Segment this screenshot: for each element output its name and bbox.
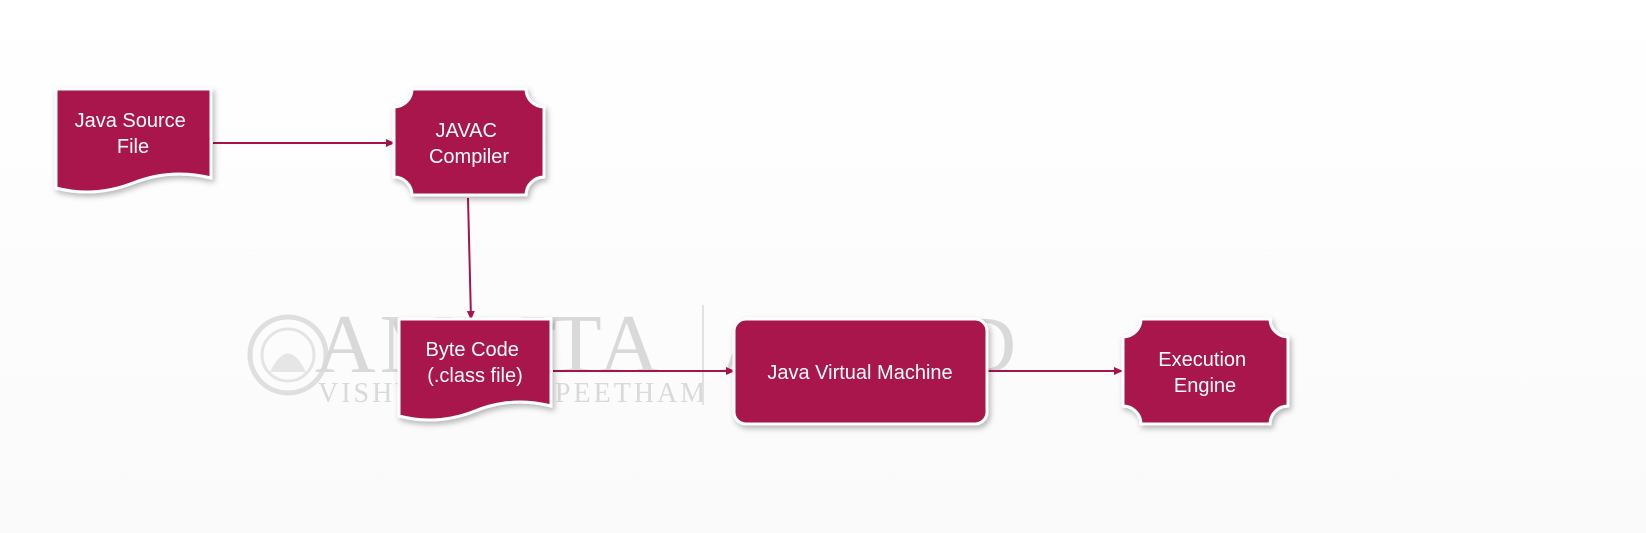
node-javac-compiler[interactable]: JAVAC Compiler	[392, 87, 546, 197]
node-java-source-file[interactable]: Java Source File	[54, 87, 213, 194]
node-label-line: Java Virtual Machine	[767, 362, 952, 384]
node-label-line: Java Source	[75, 110, 186, 132]
node-label-line: Engine	[1174, 375, 1236, 397]
node-label-line: (.class file)	[427, 365, 523, 387]
plaque-shape	[1121, 317, 1290, 426]
svg-text:Java Source File: Java Source File	[75, 110, 192, 158]
node-label-line: JAVAC	[435, 120, 497, 142]
node-execution-engine[interactable]: Execution Engine	[1121, 317, 1290, 426]
node-label-line: Byte Code	[426, 339, 519, 361]
svg-text:Byte Code (.class file: Byte Code (.class file)	[426, 339, 525, 387]
svg-text:Java Virtual Machine: Java Virtual Machine	[767, 362, 952, 384]
node-java-virtual-machine[interactable]: Java Virtual Machine	[732, 317, 989, 426]
document-shape	[397, 317, 553, 422]
node-label-line: File	[117, 136, 149, 158]
svg-text:JAVAC Compiler: JAVAC Compiler	[429, 120, 509, 168]
rounded-rectangle-shape	[732, 317, 989, 426]
node-label-line: Compiler	[429, 146, 509, 168]
emblem-icon	[247, 314, 329, 396]
document-shape	[54, 87, 213, 194]
connector-compiler-to-bytecode	[466, 197, 475, 320]
connectors	[213, 139, 1123, 375]
plaque-shape	[392, 87, 546, 197]
svg-text:Execution Engine: Execution Engine	[1158, 349, 1251, 397]
node-label-line: Execution	[1158, 349, 1246, 371]
node-byte-code[interactable]: Byte Code (.class file)	[397, 317, 553, 422]
